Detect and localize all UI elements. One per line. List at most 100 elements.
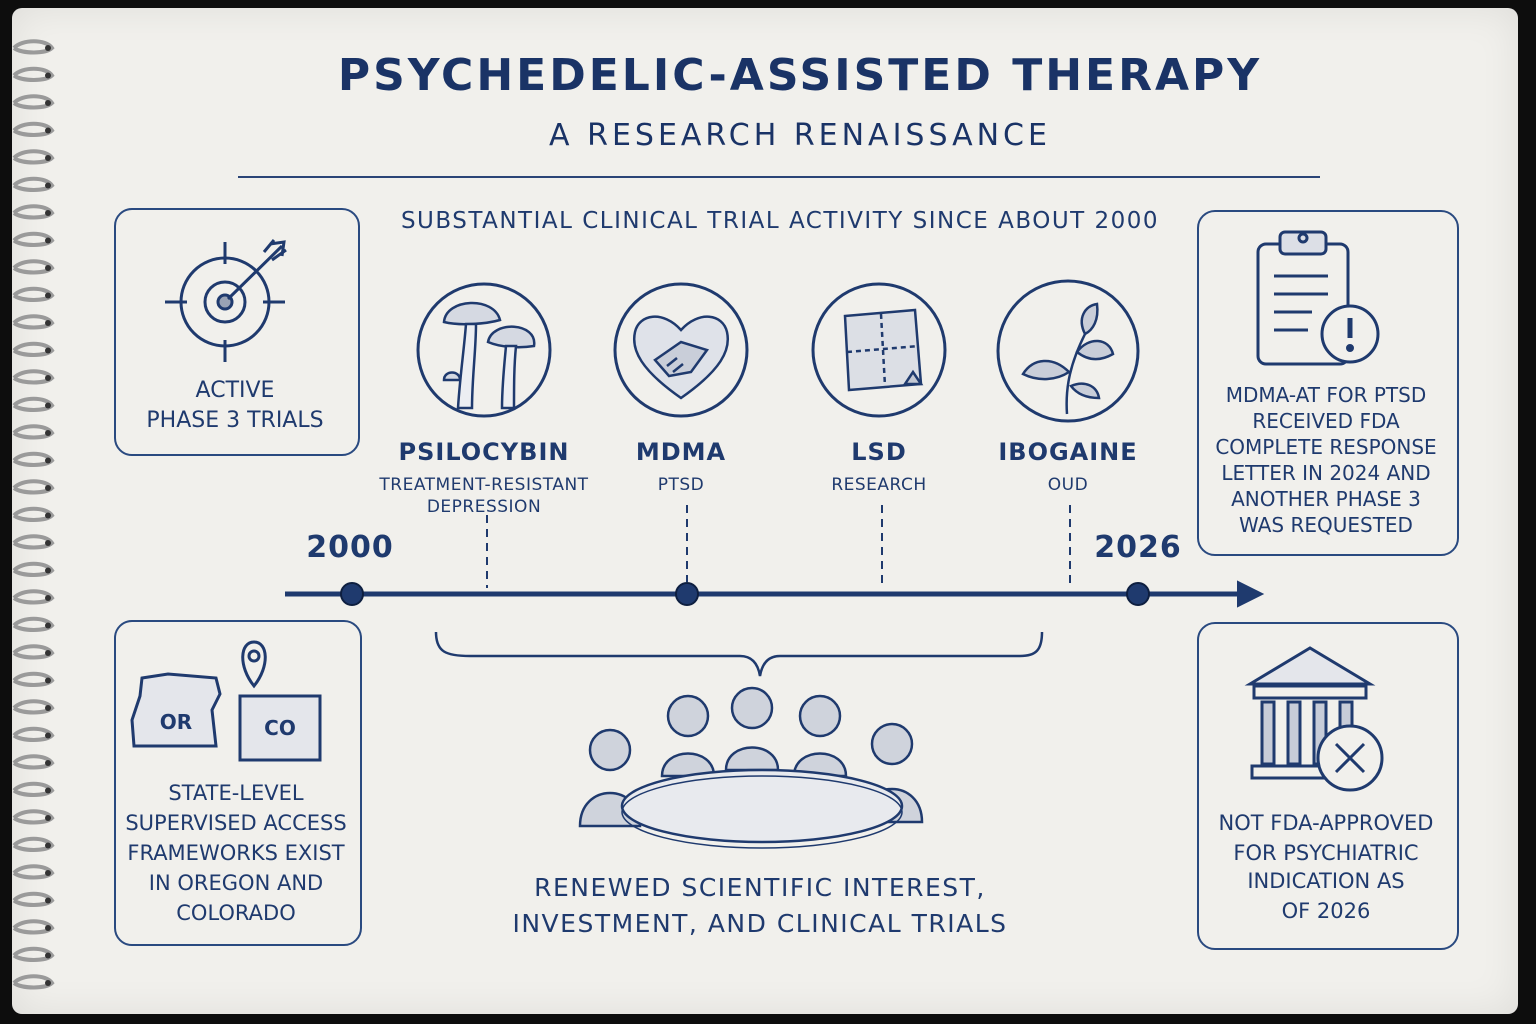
spiral-hole (45, 925, 51, 931)
state-map-icon (130, 640, 322, 762)
spiral-ring (12, 644, 55, 660)
spiral-hole (45, 155, 51, 161)
notebook-page (12, 8, 1518, 1014)
fda-letter-box (1197, 210, 1459, 556)
spiral-hole (45, 622, 51, 629)
spiral-binding (12, 39, 55, 990)
state-access-line-1: STATE-LEVEL (168, 781, 304, 805)
caption-line-1: RENEWED SCIENTIFIC INTEREST, (534, 873, 986, 902)
courthouse-x-icon (1244, 646, 1384, 792)
substance-indication-ibogaine: OUD (1047, 475, 1089, 495)
spiral-ring (12, 699, 55, 715)
spiral-hole (45, 100, 51, 106)
spiral-hole (45, 457, 51, 464)
spiral-ring (12, 974, 55, 990)
spiral-ring (12, 286, 55, 302)
spiral-ring (12, 506, 55, 522)
spiral-ring (12, 204, 55, 220)
spiral-hole (45, 567, 51, 574)
timeline-start-year: 2000 (306, 530, 394, 565)
substance-indication-mdma: PTSD (657, 475, 705, 495)
fda-letter-line-5: ANOTHER PHASE 3 (1231, 487, 1421, 511)
spiral-ring (12, 259, 55, 275)
substance-indication-psilocybin-1: TREATMENT-RESISTANT (379, 475, 589, 495)
spiral-hole (45, 265, 51, 271)
phase3-line-1: ACTIVE (195, 378, 275, 403)
spiral-ring (12, 836, 55, 852)
spiral-hole (45, 402, 51, 409)
spiral-ring (12, 396, 55, 412)
spiral-ring (12, 66, 55, 82)
spiral-ring (12, 781, 55, 797)
plant-icon (996, 279, 1140, 423)
spiral-ring (12, 864, 55, 880)
spiral-hole (45, 375, 51, 381)
spiral-ring (12, 231, 55, 247)
spiral-ring (12, 589, 55, 605)
spiral-hole (45, 787, 51, 794)
spiral-ring (12, 561, 55, 577)
spiral-ring (12, 809, 55, 825)
caption-line-2: INVESTMENT, AND CLINICAL TRIALS (512, 909, 1008, 938)
spiral-ring (12, 616, 55, 632)
fda-letter-line-2: RECEIVED FDA (1252, 409, 1400, 433)
spiral-ring (12, 754, 55, 770)
not-approved-box (1197, 622, 1459, 950)
spiral-ring (12, 176, 55, 192)
not-approved-line-4: OF 2026 (1281, 899, 1371, 923)
state-access-line-2: SUPERVISED ACCESS (125, 811, 347, 835)
fda-letter-line-3: COMPLETE RESPONSE (1215, 435, 1437, 459)
substance-name-lsd: LSD (851, 438, 907, 466)
substance-name-ibogaine: IBOGAINE (998, 438, 1138, 466)
phase3-box (114, 208, 360, 456)
clipboard-alert-icon (1256, 230, 1380, 366)
oregon-label: OR (159, 710, 193, 734)
not-approved-line-3: INDICATION AS (1247, 869, 1405, 893)
timeline-end-year: 2026 (1094, 530, 1182, 565)
spiral-ring (12, 919, 55, 935)
spiral-hole (45, 237, 51, 244)
spiral-hole (45, 540, 51, 546)
title-divider (238, 176, 1320, 178)
spiral-hole (45, 210, 51, 216)
spiral-hole (45, 650, 51, 656)
fda-letter-line-4: LETTER IN 2024 AND (1221, 461, 1431, 485)
blotter-paper-icon (811, 282, 947, 418)
spiral-hole (45, 897, 51, 904)
spiral-hole (45, 45, 51, 51)
spiral-hole (45, 732, 51, 739)
spiral-ring (12, 149, 55, 165)
state-access-line-5: COLORADO (176, 901, 296, 925)
state-access-line-4: IN OREGON AND (148, 871, 324, 895)
spiral-hole (45, 72, 51, 79)
spiral-hole (45, 870, 51, 876)
round-table-meeting-icon (578, 686, 924, 849)
spiral-hole (45, 127, 51, 134)
not-approved-line-1: NOT FDA-APPROVED (1218, 811, 1434, 835)
spiral-ring (12, 424, 55, 440)
spiral-ring (12, 94, 55, 110)
spiral-hole (45, 842, 51, 849)
spiral-hole (45, 320, 51, 326)
colorado-label: CO (264, 716, 296, 740)
spiral-ring (12, 946, 55, 962)
not-approved-line-2: FOR PSYCHIATRIC (1233, 841, 1419, 865)
spiral-ring (12, 479, 55, 495)
fda-letter-line-6: WAS REQUESTED (1239, 513, 1413, 537)
page-subtitle: A RESEARCH RENAISSANCE (549, 118, 1051, 153)
spiral-ring (12, 891, 55, 907)
spiral-hole (45, 512, 51, 519)
state-access-box (114, 620, 362, 946)
spiral-ring (12, 726, 55, 742)
spiral-hole (45, 347, 51, 354)
heart-handshake-icon (613, 282, 749, 418)
spiral-hole (45, 677, 51, 684)
target-arrow-icon (165, 239, 287, 362)
substance-indication-lsd: RESEARCH (831, 475, 927, 495)
spiral-hole (45, 595, 51, 601)
spiral-hole (45, 430, 51, 436)
substance-name-mdma: MDMA (635, 438, 727, 466)
mushroom-icon (416, 282, 552, 418)
spiral-hole (45, 182, 51, 189)
fda-letter-line-1: MDMA-AT FOR PTSD (1225, 383, 1427, 407)
